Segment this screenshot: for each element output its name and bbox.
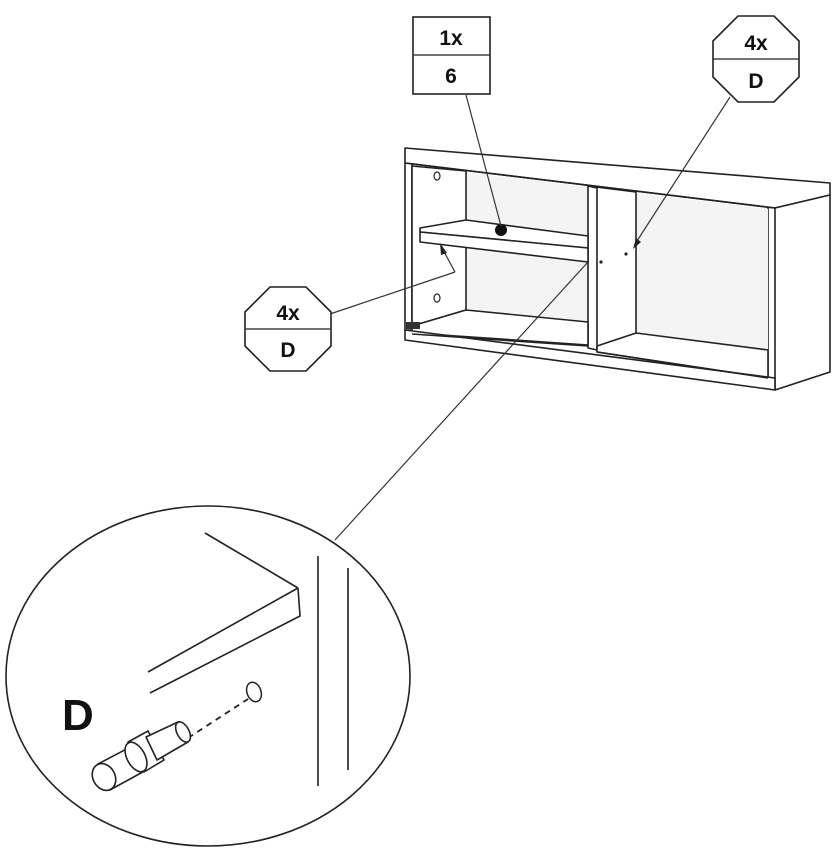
detail-magnifier: D bbox=[5, 505, 411, 847]
detail-shelf bbox=[147, 532, 301, 694]
middle-divider-edge bbox=[587, 186, 598, 351]
callout-left-pins-quantity: 4x bbox=[276, 302, 300, 325]
cabinet-right-side bbox=[774, 194, 831, 391]
detail-part-letter: D bbox=[62, 691, 94, 740]
pin-shank-tip bbox=[174, 721, 192, 743]
leader-lines bbox=[329, 94, 731, 541]
leader-detail bbox=[334, 261, 589, 541]
leader-left-pins bbox=[329, 271, 456, 315]
callout-left-pins-part: D bbox=[280, 339, 295, 362]
arrowhead-right-pins bbox=[633, 238, 641, 249]
right-compartment-back bbox=[636, 193, 768, 378]
leader-shelf bbox=[465, 94, 502, 227]
cabinet-bottom-board-right bbox=[596, 332, 769, 379]
cabinet-base-front bbox=[404, 329, 776, 391]
pin-hole-lower bbox=[433, 293, 441, 303]
arrowhead-left-pins bbox=[440, 243, 447, 255]
detail-insertion-line bbox=[187, 698, 249, 739]
detail-shelf-pin bbox=[91, 721, 192, 792]
callout-left-pins: 4x D bbox=[244, 286, 332, 372]
cabinet-base-edge bbox=[411, 333, 769, 379]
detail-circle bbox=[5, 505, 411, 847]
detail-shelf-top-edge bbox=[204, 532, 299, 589]
pin-collar-face bbox=[124, 741, 148, 773]
middle-divider bbox=[587, 185, 637, 353]
detail-pin-hole bbox=[245, 681, 263, 703]
detail-side-panel bbox=[317, 556, 349, 786]
callout-right-pins: 4x D bbox=[712, 15, 800, 103]
callout-shelf-quantity: 1x bbox=[439, 27, 463, 50]
detail-shelf-top-front bbox=[147, 587, 299, 673]
callout-shelf: 1x 6 bbox=[412, 16, 491, 95]
cabinet-left-side bbox=[404, 162, 413, 331]
divider-hole-2 bbox=[624, 252, 628, 256]
detail-shelf-front-corner bbox=[149, 587, 301, 694]
shelf-marker-dot bbox=[495, 224, 507, 236]
pin-hole-upper bbox=[433, 171, 441, 181]
divider-hole-1 bbox=[599, 260, 603, 264]
callout-shelf-part: 6 bbox=[445, 65, 457, 88]
cabinet bbox=[404, 147, 831, 391]
leader-right-pins bbox=[634, 96, 731, 245]
callout-right-pins-part: D bbox=[748, 70, 763, 93]
callout-right-pins-quantity: 4x bbox=[744, 32, 768, 55]
pin-end-cap bbox=[91, 762, 117, 792]
brand-label bbox=[406, 322, 420, 329]
